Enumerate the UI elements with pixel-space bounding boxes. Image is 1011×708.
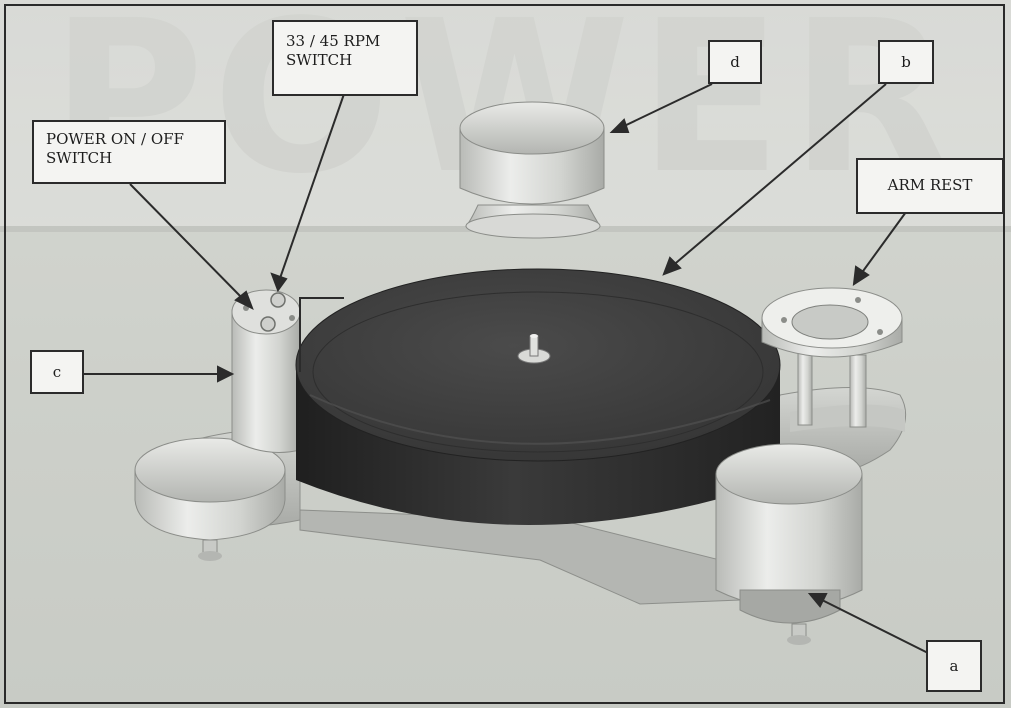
arm-rest-label: ARM REST: [887, 176, 973, 194]
callout-b-label: b: [901, 53, 911, 71]
callout-a: a: [926, 640, 982, 692]
callout-a-label: a: [949, 657, 959, 675]
callout-c: c: [30, 350, 84, 394]
arm-rest-callout: ARM REST: [856, 158, 1004, 214]
motor-housing: [231, 289, 301, 453]
right-foot-pod: [715, 443, 863, 645]
callout-d-label: d: [730, 53, 740, 71]
rpm-switch-label: 33 / 45 RPM SWITCH: [286, 32, 381, 69]
callout-b: b: [878, 40, 934, 84]
arm-rest: [761, 287, 903, 428]
leader-lines: [84, 83, 931, 655]
record-weight-puck: [459, 101, 605, 239]
power-switch-label: POWER ON / OFF SWITCH: [46, 130, 184, 167]
platter: [295, 268, 781, 525]
callout-d: d: [708, 40, 762, 84]
rpm-switch-callout: 33 / 45 RPM SWITCH: [272, 20, 418, 96]
left-foot-pod: [134, 437, 286, 561]
power-switch-callout: POWER ON / OFF SWITCH: [32, 120, 226, 184]
callout-c-label: c: [52, 363, 62, 381]
